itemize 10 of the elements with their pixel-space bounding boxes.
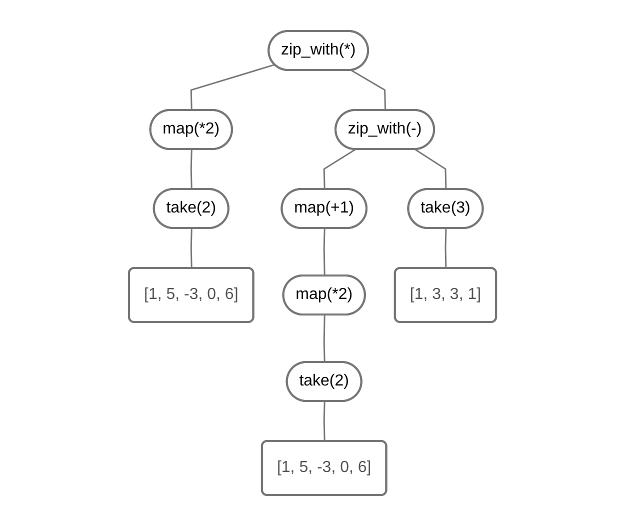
connector <box>414 148 447 190</box>
connector <box>190 228 192 269</box>
connector <box>190 149 192 190</box>
connector <box>323 314 326 362</box>
connector <box>323 228 326 276</box>
connector <box>190 64 275 111</box>
connector <box>350 70 386 111</box>
connector <box>323 401 326 442</box>
connector <box>444 228 447 268</box>
connector <box>323 148 356 190</box>
